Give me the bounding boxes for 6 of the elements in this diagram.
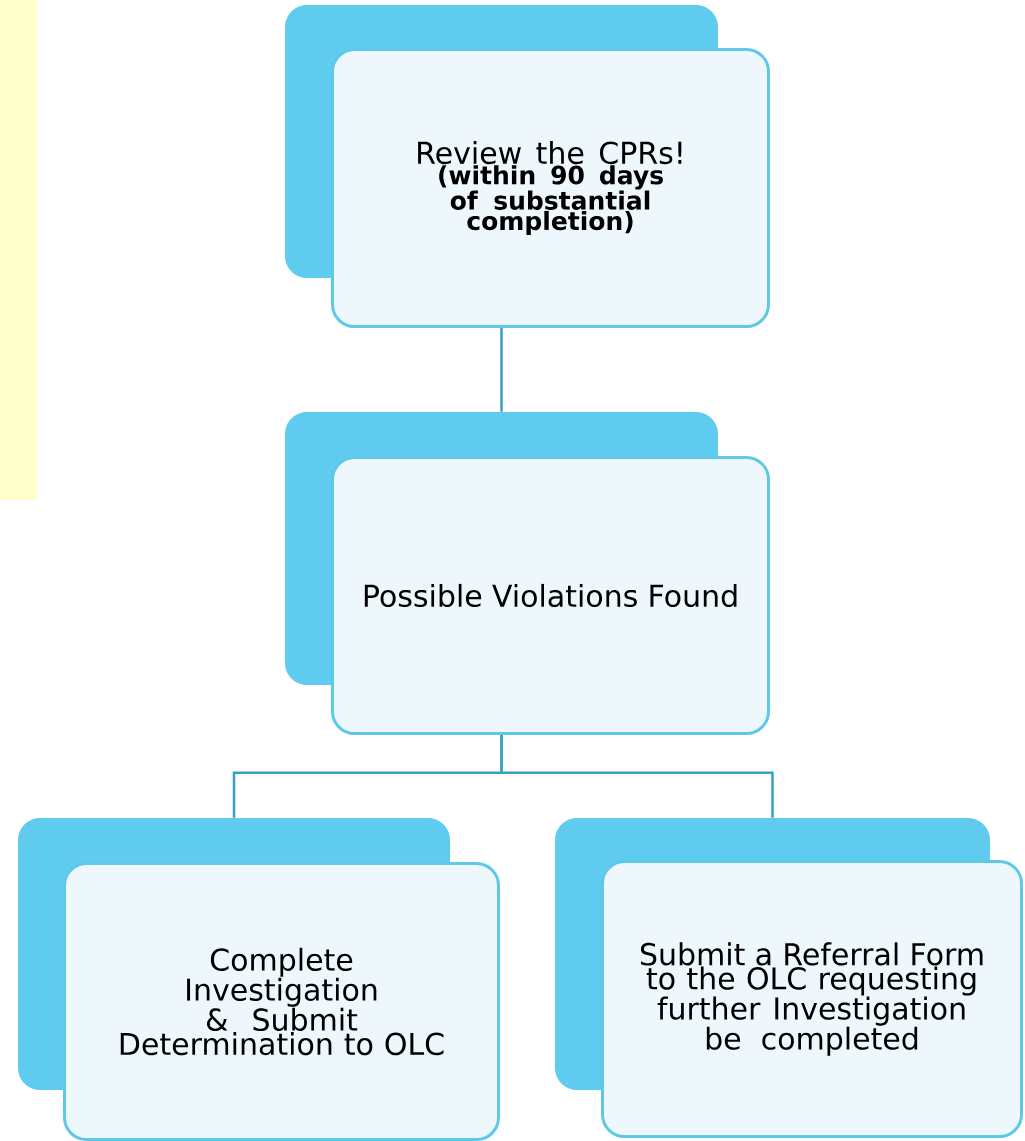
process-box: Possible Violations Found — [285, 412, 770, 735]
connector-line — [500, 735, 774, 818]
process-box: Review the CPRs! (within 90 days of substantial completion) — [285, 5, 770, 328]
process-box: Submit a Referral Form to the OLC requesting further Investigation be completed — [555, 818, 1023, 1138]
process-box: Complete Investigation & Submit Determination to OLC — [18, 818, 500, 1141]
connector-line — [500, 328, 503, 412]
